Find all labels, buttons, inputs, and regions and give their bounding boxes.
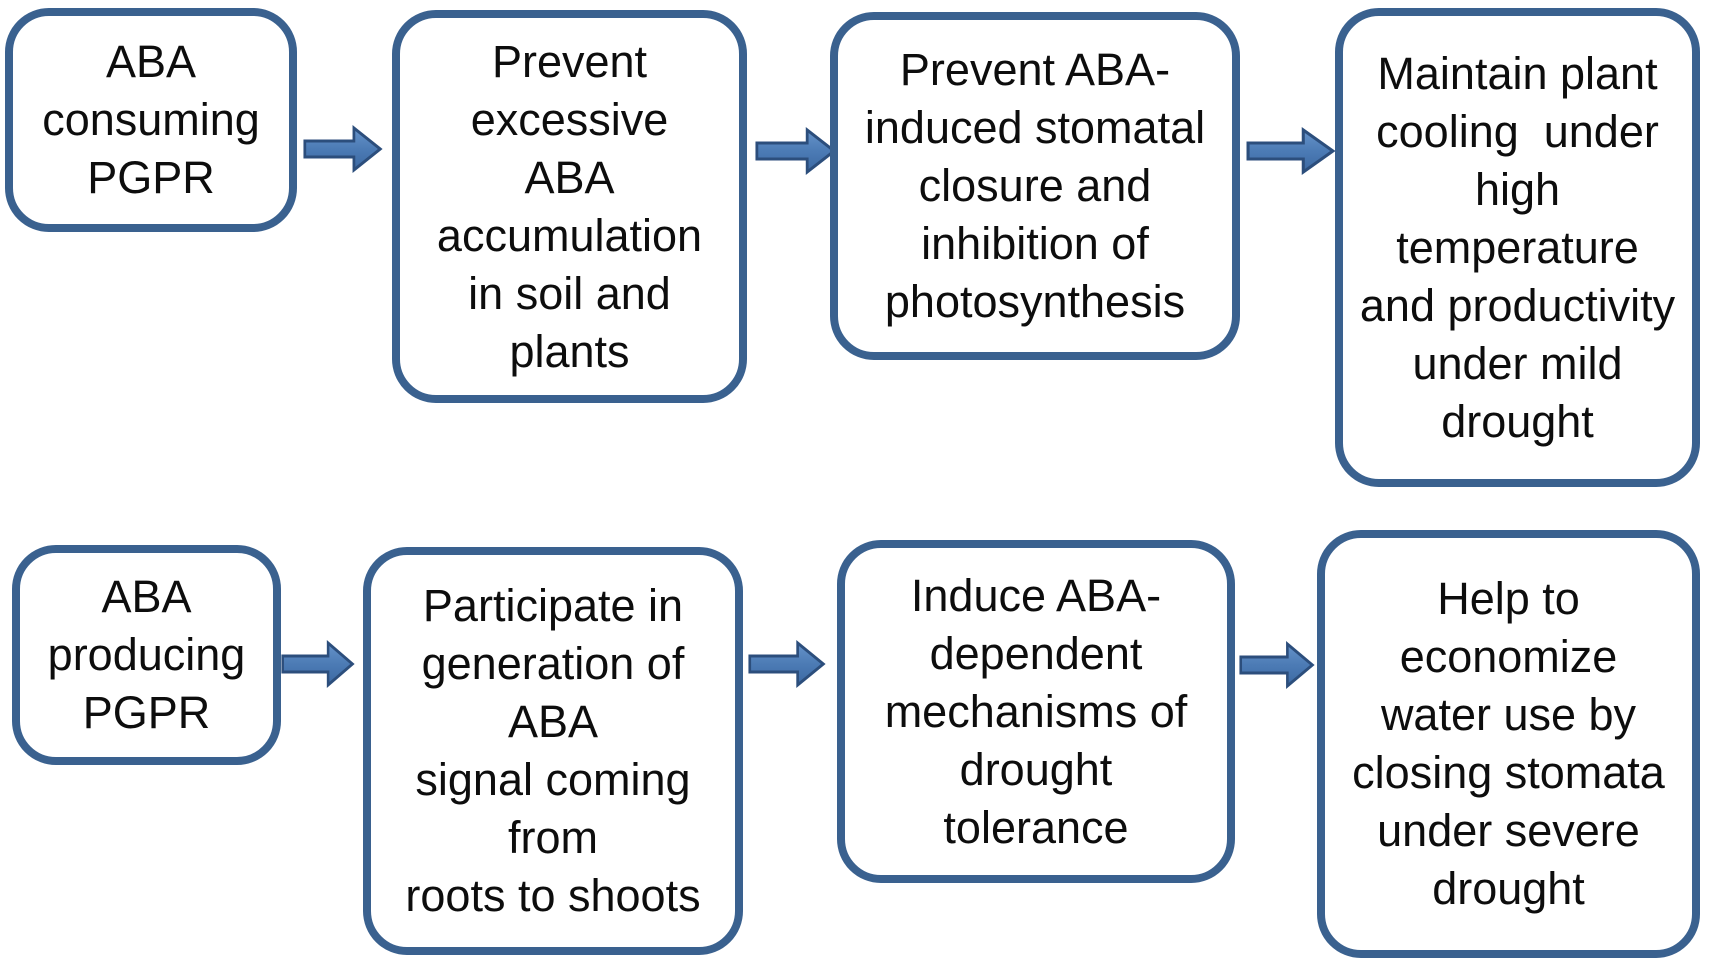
node-induce-aba-dependent-mechanisms: Induce ABA- dependent mechanisms of drou… [837,540,1235,883]
flow-arrow-right-icon [303,125,383,173]
flow-arrow-right-icon [281,640,355,688]
flow-arrow-right-icon [755,127,837,175]
flow-arrow-right-icon [1246,127,1336,175]
node-participate-in-aba-signal-generation: Participate in generation of ABA signal … [363,547,743,955]
node-aba-consuming-pgpr: ABA consuming PGPR [5,8,297,232]
node-text: Prevent excessive ABA accumulation in so… [436,35,703,377]
node-text: Prevent ABA- induced stomatal closure an… [864,44,1206,327]
flow-arrow-right-icon [1239,641,1315,689]
node-text: ABA producing PGPR [47,571,246,738]
node-prevent-aba-induced-stomatal-closure: Prevent ABA- induced stomatal closure an… [830,12,1240,360]
node-help-economize-water-use: Help to economize water use by closing s… [1317,530,1700,958]
node-text: Participate in generation of ABA signal … [405,580,701,921]
node-text: Induce ABA- dependent mechanisms of drou… [884,569,1188,853]
node-maintain-plant-cooling: Maintain plant cooling under high temper… [1335,8,1700,487]
node-aba-producing-pgpr: ABA producing PGPR [12,545,281,765]
flow-arrow-right-icon [748,640,826,688]
node-text: ABA consuming PGPR [42,36,260,203]
node-prevent-excessive-aba-accumulation: Prevent excessive ABA accumulation in so… [392,10,747,403]
node-text: Help to economize water use by closing s… [1352,573,1665,914]
node-text: Maintain plant cooling under high temper… [1359,47,1676,447]
